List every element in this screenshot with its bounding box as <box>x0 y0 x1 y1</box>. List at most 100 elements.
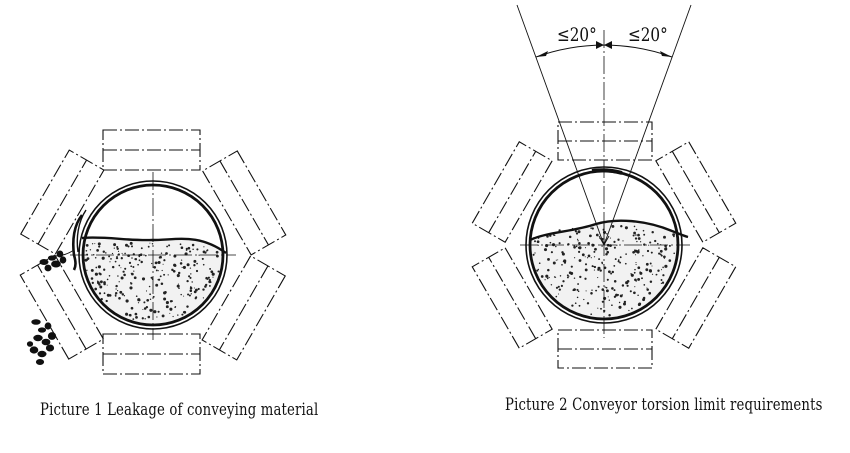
material-grain <box>125 243 128 247</box>
material-grain <box>613 264 616 267</box>
material-grain <box>120 267 122 269</box>
material-grain <box>548 276 550 279</box>
material-grain <box>113 243 117 247</box>
material-grain <box>94 272 98 276</box>
material-grain <box>137 263 139 266</box>
material-grain <box>135 295 138 298</box>
material-grain <box>162 263 164 265</box>
material-grain <box>109 261 111 263</box>
material-grain <box>660 254 663 257</box>
material-grain <box>634 278 637 282</box>
material-grain <box>649 280 653 284</box>
material-grain <box>208 284 211 287</box>
material-grain <box>90 277 94 280</box>
material-grain <box>657 269 660 272</box>
material-grain <box>537 268 540 271</box>
material-grain <box>577 246 580 249</box>
figure2-center-arrow <box>598 222 610 246</box>
material-grain <box>183 310 187 314</box>
material-grain <box>639 241 642 243</box>
leaked-lump <box>56 250 64 258</box>
material-grain <box>600 307 602 310</box>
material-grain <box>86 257 90 260</box>
material-grain <box>151 242 154 245</box>
material-grain <box>158 278 161 281</box>
material-grain <box>91 281 94 285</box>
material-grain <box>111 265 115 269</box>
material-grain <box>650 251 653 254</box>
figure2-belt-overlap <box>591 168 623 175</box>
material-grain <box>633 271 636 274</box>
material-grain <box>645 262 649 266</box>
material-grain <box>147 315 151 319</box>
material-grain <box>534 240 536 243</box>
material-grain <box>89 249 92 251</box>
material-grain <box>209 267 212 270</box>
material-grain <box>648 291 652 295</box>
material-grain <box>663 235 666 239</box>
material-grain <box>125 299 129 303</box>
material-grain <box>663 257 666 259</box>
material-grain <box>85 244 89 247</box>
idler-lower-right <box>655 247 737 349</box>
idler-top <box>557 121 653 161</box>
material-grain <box>595 289 598 292</box>
material-grain <box>544 279 546 281</box>
material-grain <box>202 297 204 299</box>
material-grain <box>157 310 160 313</box>
figure1-leaked-material <box>26 250 67 365</box>
material-grain <box>185 249 188 251</box>
material-grain <box>172 315 174 318</box>
material-grain <box>573 277 576 279</box>
material-grain <box>203 246 205 248</box>
material-grain <box>574 302 577 305</box>
material-grain <box>187 293 190 296</box>
material-grain <box>163 273 166 276</box>
material-grain <box>590 313 593 316</box>
material-grain <box>601 262 603 265</box>
material-grain <box>550 251 553 254</box>
material-grain <box>98 272 101 275</box>
material-grain <box>555 286 559 289</box>
material-grain <box>591 289 593 291</box>
material-grain <box>208 280 212 284</box>
material-grain <box>601 261 603 264</box>
material-grain <box>642 229 645 232</box>
idler-upper-left <box>471 141 553 243</box>
material-grain <box>599 269 602 272</box>
material-grain <box>637 266 641 270</box>
material-grain <box>115 256 119 260</box>
material-grain <box>103 281 106 284</box>
material-grain <box>621 284 625 287</box>
material-grain <box>131 257 133 259</box>
material-grain <box>590 227 592 229</box>
material-grain <box>636 250 640 254</box>
material-grain <box>561 263 563 266</box>
material-grain <box>166 245 169 248</box>
leaked-lump <box>51 260 61 268</box>
material-grain <box>148 285 151 288</box>
material-grain <box>194 297 197 300</box>
material-grain <box>141 277 146 281</box>
material-grain <box>659 249 663 253</box>
material-grain <box>601 288 605 291</box>
material-grain <box>605 286 608 289</box>
material-grain <box>192 248 194 251</box>
material-grain <box>633 249 636 251</box>
material-grain <box>576 238 579 241</box>
angle-line-right <box>603 4 692 246</box>
material-grain <box>641 277 643 280</box>
material-grain <box>536 240 540 244</box>
material-grain <box>615 293 618 297</box>
material-grain <box>99 280 103 284</box>
material-grain <box>215 250 219 254</box>
material-grain <box>191 243 195 247</box>
material-grain <box>619 294 623 298</box>
material-grain <box>645 268 649 272</box>
material-grain <box>169 312 171 314</box>
leaked-lump <box>47 332 57 340</box>
material-grain <box>576 296 579 299</box>
material-grain <box>143 307 147 310</box>
material-grain <box>673 252 675 255</box>
